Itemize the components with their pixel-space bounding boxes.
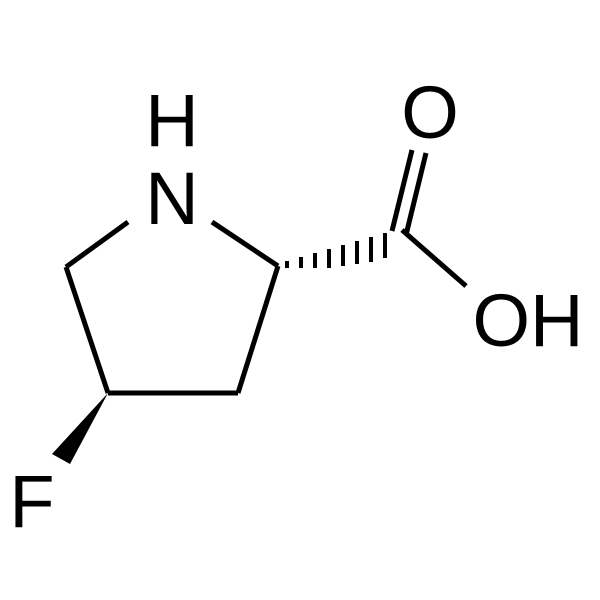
hydroxyl-label: OH [473, 279, 584, 362]
hydrogen-label: H [145, 79, 198, 162]
hashed-wedge-bond [285, 233, 387, 268]
bond-c4-c5 [63, 266, 111, 394]
bond-n-c2 [210, 219, 280, 269]
carbonyl-oxygen-label: O [401, 71, 459, 154]
bond-c-o-double-1 [389, 149, 415, 232]
fluorine-label: F [9, 460, 54, 543]
bond-c5-n [64, 219, 130, 270]
nitrogen-label: N [145, 157, 198, 240]
bond-c-oh [400, 228, 468, 288]
bond-c2-c3 [235, 265, 281, 394]
solid-wedge-bond [52, 393, 108, 464]
bond-c-o-double-2 [403, 152, 429, 236]
